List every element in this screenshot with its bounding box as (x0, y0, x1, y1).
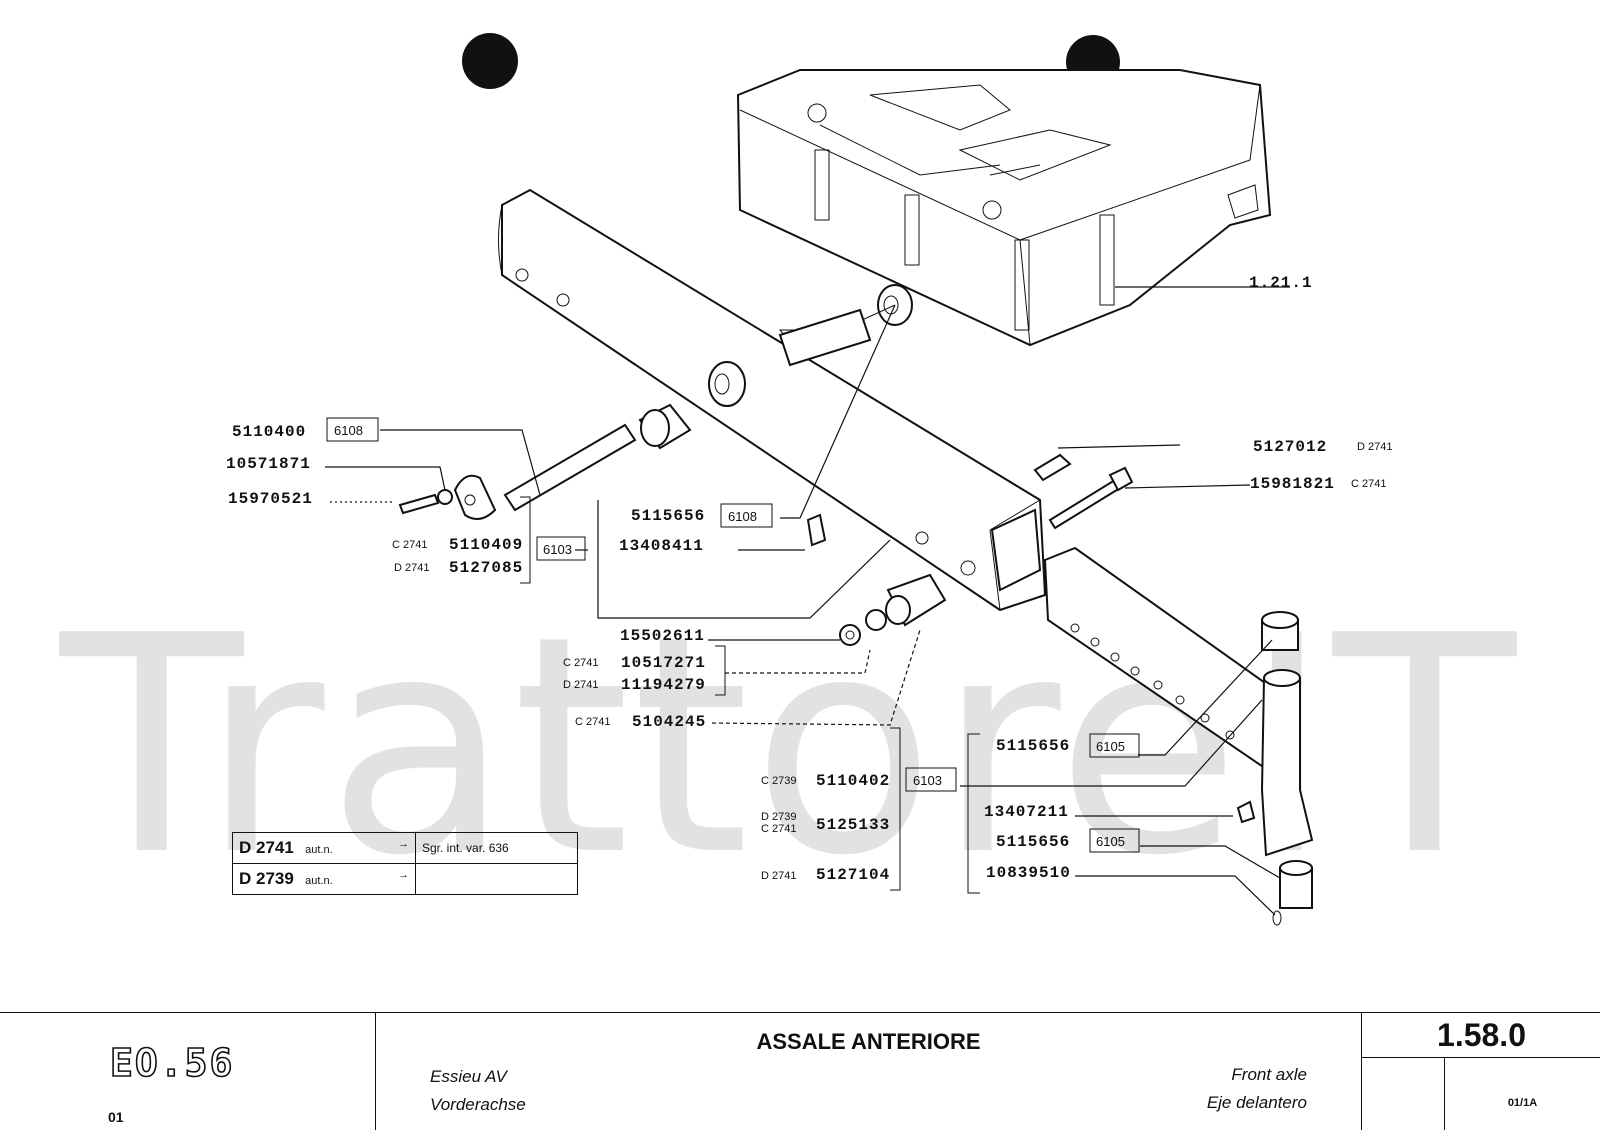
title-de: Vorderachse (430, 1095, 526, 1114)
callout-prefix: D 2741 (563, 679, 598, 691)
ref-box: 6103 (536, 536, 586, 561)
title-block: EO.56 01 ASSALE ANTERIORE Essieu AV Vord… (0, 1012, 1600, 1130)
callout-part-number: 5110409 (449, 536, 523, 554)
ref-box: 6108 (326, 417, 379, 442)
reference-dot-left (462, 33, 518, 89)
arrow-icon: → (398, 838, 409, 850)
svg-text:6105: 6105 (1096, 739, 1125, 754)
variant-note: Sgr. int. var. 636 (415, 832, 578, 864)
title-es: Eje delantero (1206, 1093, 1307, 1112)
ref-box: 6108 (720, 503, 773, 528)
variant-note (415, 863, 578, 895)
svg-text:6108: 6108 (334, 423, 363, 438)
callout-part-number: 10517271 (621, 654, 706, 672)
callout-prefix: D 2741 (761, 870, 796, 882)
callout-part-number: 15981821 (1250, 475, 1335, 493)
callout-part-number: 1.21.1 (1249, 274, 1313, 292)
svg-text:6103: 6103 (913, 773, 942, 788)
title-cell: ASSALE ANTERIORE Essieu AV Vorderachse F… (376, 1013, 1361, 1130)
arrow-icon: → (398, 869, 409, 881)
model-sub: 01 (108, 1109, 124, 1125)
spindle (1260, 611, 1314, 926)
callout-part-number: 13407211 (984, 803, 1069, 821)
callout-part-number: 15502611 (620, 627, 705, 645)
variant-cell: D 2741 aut.n. → (232, 832, 416, 864)
bolts-fittings (806, 453, 1256, 824)
callout-prefix: D 2741 (394, 562, 429, 574)
callout-part-number: 5104245 (632, 713, 706, 731)
variant-cell: D 2739 aut.n. → (232, 863, 416, 895)
callout-prefix: C 2741 (563, 657, 598, 669)
leader-lines (325, 304, 1281, 916)
callout-part-number: 10571871 (226, 455, 311, 473)
title-en: Front axle (1231, 1065, 1307, 1084)
callout-prefix: D 2739 (761, 811, 796, 823)
model-logo: EO.56 (109, 1040, 235, 1086)
table-row: D 2739 aut.n. → (232, 863, 578, 895)
svg-text:6103: 6103 (543, 542, 572, 557)
variant-aut: aut.n. (305, 844, 333, 856)
axle-exploded-diagram: TrattoreIT (55, 33, 1518, 926)
callout-part-number: 5110400 (232, 423, 306, 441)
chassis-frame (736, 69, 1290, 347)
bushing-nut (839, 573, 947, 646)
svg-text:6108: 6108 (728, 509, 757, 524)
callout-part-number: 5115656 (631, 507, 705, 525)
callout-prefix: C 2741 (575, 716, 610, 728)
page-number: 1.58.0 (1362, 1013, 1600, 1058)
callout-part-number: 11194279 (621, 676, 706, 694)
ref-box: 6103 (905, 767, 957, 792)
revision-code: 01/1A (1507, 1097, 1538, 1109)
callout-suffix: C 2741 (1351, 478, 1386, 490)
callout-part-number: 5110402 (816, 772, 890, 790)
variant-table: D 2741 aut.n. → Sgr. int. var. 636 D 273… (232, 832, 578, 895)
callout-part-number: 10839510 (986, 864, 1071, 882)
variant-code: D 2739 (239, 869, 294, 888)
callout-part-number: 13408411 (619, 537, 704, 555)
callout-prefix: C 2739 (761, 775, 796, 787)
svg-text:6105: 6105 (1096, 834, 1125, 849)
ref-box: 6105 (1089, 733, 1140, 758)
table-row: D 2741 aut.n. → Sgr. int. var. 636 (232, 832, 578, 864)
pivot-pin (398, 308, 872, 520)
axle-beam (498, 188, 1047, 612)
callout-part-number: 5127104 (816, 866, 890, 884)
callout-prefix: C 2741 (392, 539, 427, 551)
callout-part-number: 15970521 (228, 490, 313, 508)
title-fr: Essieu AV (430, 1067, 507, 1086)
callouts: 5110400 6108 10571871 15970521 C 2741 51… (226, 274, 1392, 884)
logo-cell: EO.56 01 (0, 1013, 376, 1130)
page-title: ASSALE ANTERIORE (756, 1029, 981, 1054)
variant-code: D 2741 (239, 838, 294, 857)
callout-part-number: 5125133 (816, 816, 890, 834)
callout-prefix: C 2741 (761, 823, 796, 835)
callout-part-number: 5127085 (449, 559, 523, 577)
callout-suffix: D 2741 (1357, 441, 1392, 453)
page-code-cell: 1.58.0 01/1A (1361, 1013, 1600, 1130)
divider (1444, 1058, 1445, 1130)
callout-part-number: 5115656 (996, 833, 1070, 851)
callout-part-number: 5115656 (996, 737, 1070, 755)
callout-part-number: 5127012 (1253, 438, 1327, 456)
ref-box: 6105 (1089, 828, 1140, 853)
variant-aut: aut.n. (305, 875, 333, 887)
